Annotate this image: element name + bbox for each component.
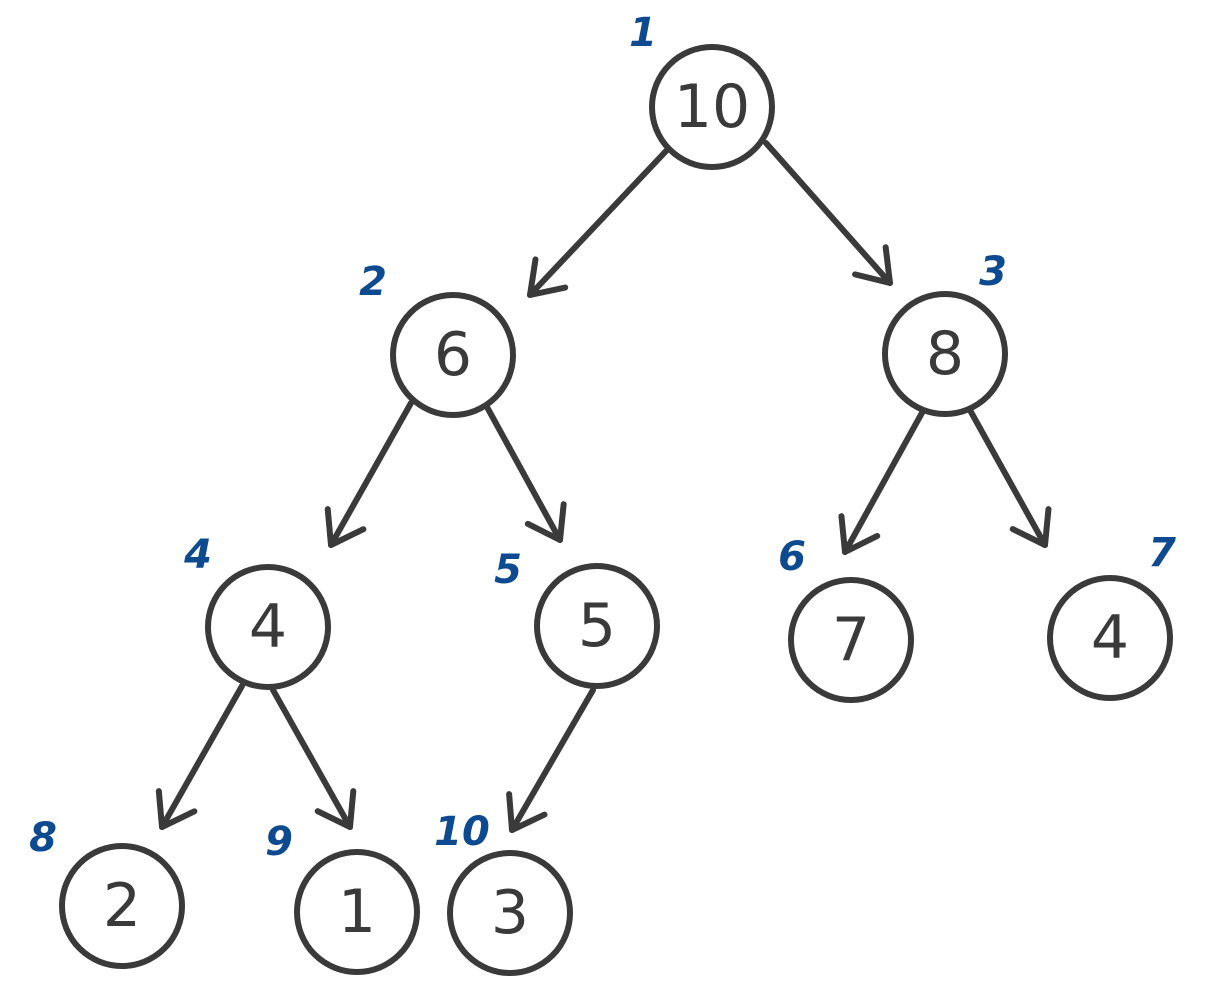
- edge-line: [270, 687, 353, 830]
- tree-node-7: 47: [1047, 530, 1176, 701]
- edge-n2-n4: [324, 400, 414, 548]
- arrow-head-icon: [155, 788, 198, 830]
- node-value: 3: [491, 878, 529, 948]
- edge-line: [159, 683, 245, 830]
- arrow-head-icon: [524, 501, 567, 543]
- node-circle: [788, 577, 914, 703]
- edge-line: [527, 147, 670, 298]
- arrow-head-icon: [314, 788, 357, 830]
- edge-line: [509, 687, 596, 833]
- edge-n2-n5: [484, 404, 567, 543]
- node-circle: [447, 850, 573, 976]
- arrow-head-icon: [852, 244, 893, 286]
- tree-node-5: 55: [494, 547, 660, 689]
- edges-layer: [155, 140, 1052, 833]
- edge-n3-n6: [838, 408, 926, 555]
- edge-line: [763, 140, 893, 286]
- node-value: 2: [103, 871, 141, 941]
- arrow-head-icon: [527, 256, 569, 298]
- node-value: 5: [578, 591, 616, 661]
- node-circle: [649, 44, 775, 170]
- node-index-label: 10: [434, 809, 490, 855]
- arrow-head-icon: [506, 791, 548, 833]
- node-circle: [390, 292, 516, 418]
- tree-node-10: 310: [434, 809, 573, 976]
- edge-n4-n9: [270, 687, 357, 830]
- node-index-label: 3: [979, 249, 1007, 295]
- tree-node-3: 83: [882, 249, 1008, 417]
- node-value: 4: [1091, 603, 1129, 673]
- edge-line: [968, 409, 1048, 548]
- tree-node-6: 76: [778, 534, 914, 703]
- node-value: 6: [434, 320, 472, 390]
- arrow-head-icon: [1009, 506, 1052, 548]
- tree-node-2: 62: [359, 259, 516, 418]
- node-value: 8: [926, 319, 964, 389]
- node-circle: [205, 564, 331, 690]
- node-index-label: 1: [629, 10, 657, 56]
- tree-node-4: 44: [183, 532, 331, 690]
- node-circle: [1047, 575, 1173, 701]
- edge-line: [484, 404, 563, 543]
- node-value: 4: [249, 592, 287, 662]
- node-value: 1: [338, 877, 376, 947]
- tree-node-9: 19: [265, 819, 420, 975]
- arrow-head-icon: [324, 506, 367, 548]
- node-index-label: 6: [778, 534, 806, 580]
- node-circle: [882, 291, 1008, 417]
- node-circle: [534, 563, 660, 689]
- tree-node-8: 28: [29, 815, 185, 969]
- edge-n5-n10: [506, 687, 596, 833]
- node-value: 7: [832, 605, 870, 675]
- node-index-label: 9: [265, 819, 293, 865]
- node-index-label: 2: [359, 259, 387, 305]
- edge-line: [842, 408, 926, 555]
- node-circle: [59, 843, 185, 969]
- node-circle: [294, 849, 420, 975]
- tree-node-1: 10 1: [629, 10, 775, 170]
- edge-n1-n3: [763, 140, 893, 286]
- node-value: 10: [674, 72, 750, 142]
- arrow-head-icon: [838, 513, 881, 555]
- node-index-label: 7: [1148, 530, 1176, 576]
- edge-n4-n8: [155, 683, 245, 830]
- edge-line: [328, 400, 414, 548]
- node-index-label: 5: [494, 547, 522, 593]
- node-index-label: 8: [29, 815, 57, 861]
- node-index-label: 4: [183, 532, 212, 578]
- edge-n1-n2: [527, 147, 670, 298]
- edge-n3-n7: [968, 409, 1052, 548]
